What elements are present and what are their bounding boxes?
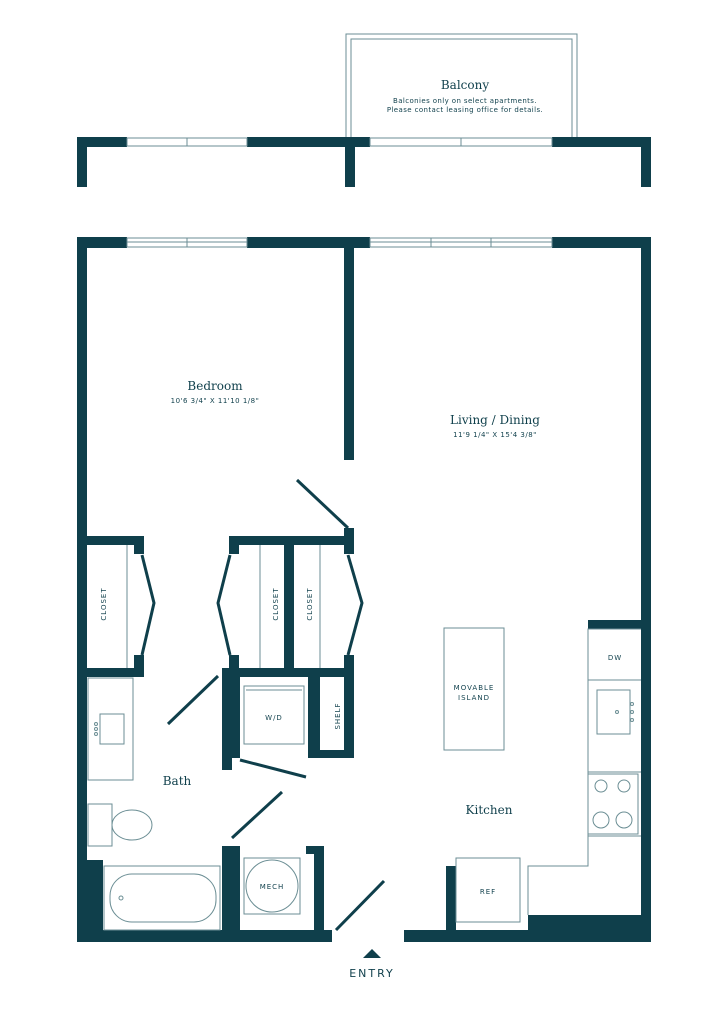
balcony-wall (77, 137, 651, 187)
water-heater (245, 859, 299, 913)
bedroom-label: Bedroom (187, 379, 243, 393)
interior-walls (87, 248, 641, 930)
entry-label: ENTRY (349, 967, 395, 980)
kitchen-sink (596, 689, 631, 735)
toilet-bowl (111, 809, 153, 841)
bedroom-closet-door (140, 554, 156, 656)
refrigerator (455, 857, 521, 923)
kitchen-fixtures: MOVABLE ISLAND DW REF Kitchen (443, 627, 641, 923)
top-windows (126, 237, 553, 248)
kitchen-label: Kitchen (466, 803, 513, 817)
closet-door-left (216, 554, 232, 656)
washer-dryer (243, 685, 305, 745)
balcony-note-line1: Balconies only on select apartments. (393, 97, 537, 105)
shelf-label: SHELF (334, 702, 342, 729)
entry-marker: ENTRY (349, 949, 395, 980)
dishwasher-label: DW (608, 654, 622, 662)
burner-2 (617, 779, 631, 793)
bath-label: Bath (163, 774, 192, 788)
washer-dryer-label: W/D (265, 714, 283, 722)
wd-door (239, 758, 307, 779)
bedroom-door (295, 478, 350, 530)
bath-door (166, 674, 220, 726)
bedroom-dimensions: 10'6 3/4" X 11'10 1/8" (171, 397, 260, 405)
refrigerator-label: REF (480, 888, 496, 896)
balcony-note-line2: Please contact leasing office for detail… (387, 106, 543, 114)
mech-label: MECH (260, 883, 285, 891)
bathtub-basin (109, 873, 217, 923)
closet-door-right (346, 554, 364, 656)
entry-door (334, 879, 386, 932)
living-dining-dimensions: 11'9 1/4" X 15'4 3/8" (453, 431, 537, 439)
burner-1 (594, 779, 608, 793)
mech-closet: MECH (243, 857, 301, 915)
balcony-area: Balcony Balconies only on select apartme… (345, 33, 578, 141)
burner-4 (615, 811, 633, 829)
outer-walls (77, 237, 651, 942)
doors (140, 478, 386, 932)
burner-3 (592, 811, 610, 829)
balcony-title: Balcony (441, 78, 489, 92)
living-dining-label: Living / Dining (450, 413, 540, 427)
island-label-line1: MOVABLE (454, 684, 495, 692)
kitchen-counter (527, 628, 641, 915)
closet-label-middle: CLOSET (272, 587, 280, 620)
bath-fixtures: Bath (87, 677, 221, 931)
room-labels: Bedroom 10'6 3/4" X 11'10 1/8" Living / … (171, 379, 541, 439)
toilet-tank (87, 803, 113, 847)
entry-arrow-icon (363, 949, 381, 958)
closet-label-bedroom: CLOSET (100, 587, 108, 620)
bath-sink (99, 713, 125, 745)
mech-door (230, 790, 284, 840)
movable-island (443, 627, 505, 751)
laundry: W/D SHELF (243, 685, 342, 745)
closet-label-right: CLOSET (306, 587, 314, 620)
closets: CLOSET CLOSET CLOSET (100, 545, 321, 668)
island-label-line2: ISLAND (458, 694, 490, 702)
